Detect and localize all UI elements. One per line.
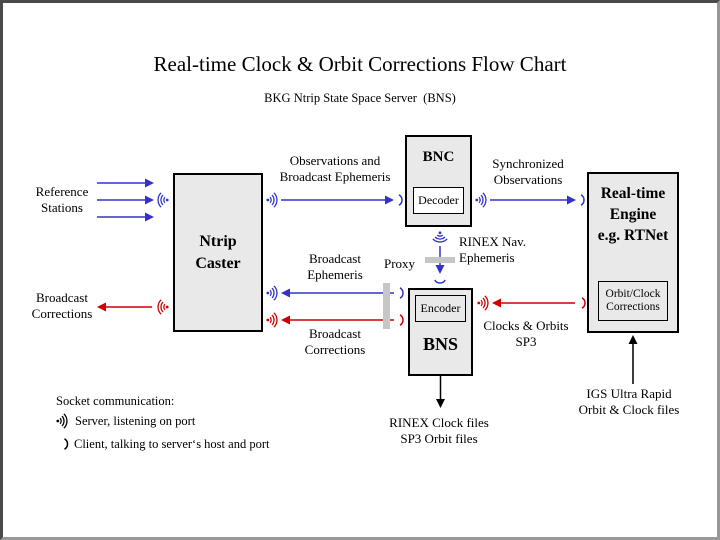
label-rinex-nav-ephemeris: RINEX Nav. Ephemeris [459,234,527,265]
engine-to-bns-head [492,298,501,308]
server-socket-icon [157,299,170,315]
ref-arrow-2-head [145,195,154,205]
bns-to-caster-eph-head [281,288,290,298]
server-socket-icon [265,285,278,301]
red-streams [97,295,586,328]
server-socket-icon [432,230,448,243]
server-socket-icon [265,312,278,328]
server-socket-icon [476,295,489,311]
box-bnc: BNC Decoder [405,135,472,227]
label-broadcast-ephemeris: Broadcast Ephemeris [307,251,363,282]
caster-bc-out-head [97,302,106,312]
legend-server-row: Server, listening on port [54,411,195,431]
label-clocks-orbits-sp3: Clocks & Orbits SP3 [483,318,569,349]
client-socket-icon [399,314,404,326]
ref-arrow-3-head [145,212,154,222]
bnc-to-bns-head [435,265,445,274]
client-socket-icon [399,287,404,299]
file-arrows [436,335,638,408]
label-proxy: Proxy [384,256,416,271]
label-broadcast-corrections-mid: Broadcast Corrections [304,326,366,357]
client-socket-icon [398,194,403,206]
client-socket-icon [581,297,586,309]
legend-client-label: Client, talking to server‘s host and por… [74,436,270,451]
legend-server-label: Server, listening on port [75,413,196,428]
box-encoder: Encoder [415,295,466,322]
client-socket-icon [434,279,446,284]
label-broadcast-corrections-out: Broadcast Corrections [31,290,93,321]
box-ntrip-caster: Ntrip Caster [173,173,263,332]
server-socket-icon [157,192,170,208]
bns-label: BNS [422,334,458,354]
ntrip-caster-label: Ntrip Caster [195,232,241,272]
bns-files-head [436,399,445,408]
proxy-bar-vertical [383,283,390,329]
ref-arrow-1-head [145,178,154,188]
bns-to-caster-corr-head [281,315,290,325]
legend-title: Socket communication: [56,394,175,408]
box-decoder: Decoder [413,187,464,214]
bnc-label: BNC [422,149,455,165]
server-socket-icon [55,413,68,429]
proxy-bar-horizontal [425,257,455,263]
blue-streams [97,178,585,301]
box-realtime-engine: Real-time Engine e.g. RTNet Orbit/Clock … [587,172,679,333]
bnc-to-engine-head [567,195,576,205]
client-socket-icon [580,194,585,206]
label-igs-ultra-rapid: IGS Ultra Rapid Orbit & Clock files [578,386,680,417]
box-orbit-clock-corrections: Orbit/Clock Corrections [598,281,668,321]
client-socket-icon [63,438,69,450]
caster-to-bnc-head [385,195,394,205]
igs-to-engine-head [628,335,638,344]
box-bns: Encoder BNS [408,288,473,376]
engine-label: Real-time Engine e.g. RTNet [597,185,669,244]
legend-client-row: Client, talking to server‘s host and por… [58,434,269,454]
page-subtitle: BKG Ntrip State Space Server (BNS) [264,91,456,105]
label-reference-stations: Reference Stations [35,184,89,215]
server-socket-icon [474,192,487,208]
label-synchronized-observations: Synchronized Observations [492,156,564,187]
label-rinex-clock-files: RINEX Clock files SP3 Orbit files [389,415,489,446]
label-observations: Observations and Broadcast Ephemeris [279,153,391,184]
server-socket-icon [265,192,278,208]
page-title: Real-time Clock & Orbit Corrections Flow… [153,52,567,76]
